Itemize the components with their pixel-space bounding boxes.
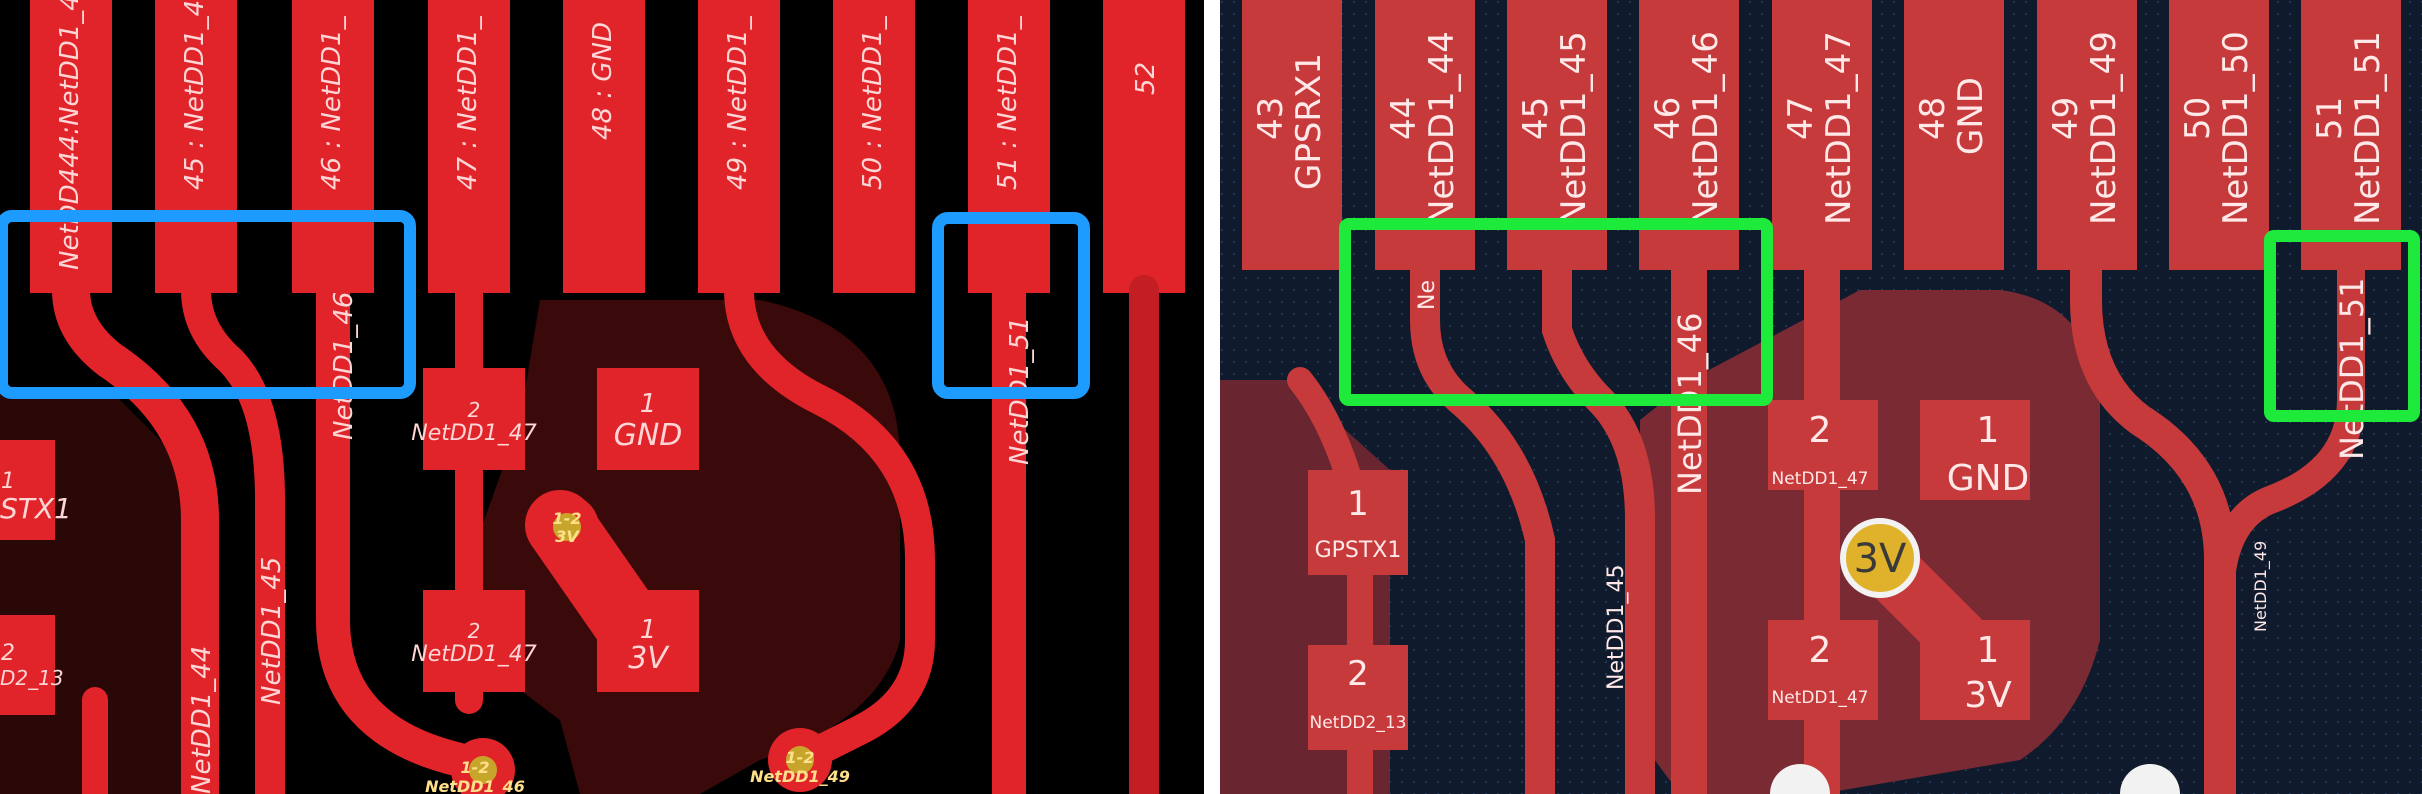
svg-text:NetDD1_46: NetDD1_46 xyxy=(425,777,525,794)
via-bottom-1 xyxy=(1770,764,1830,794)
right-pcb-view[interactable]: 43 GPSRX1 44 NetDD1_44 45 NetDD1_45 46 N… xyxy=(1220,0,2422,794)
view-divider[interactable] xyxy=(1204,0,1220,794)
svg-text:3V: 3V xyxy=(1854,536,1907,582)
left-gnd-pour xyxy=(470,300,900,794)
left-pad-label-52: 52 xyxy=(1131,62,1161,95)
right-highlight-box-51 xyxy=(2264,230,2420,422)
left-label-dd213: D2_13 xyxy=(0,666,64,690)
svg-text:1: 1 xyxy=(1347,484,1369,524)
svg-text:2: 2 xyxy=(1809,630,1832,671)
svg-text:51: 51 xyxy=(2310,97,2350,140)
svg-text:2: 2 xyxy=(1,641,15,666)
via-bottom-2 xyxy=(2120,764,2180,794)
svg-text:1: 1 xyxy=(1977,630,2000,671)
right-pad-labels: 43 GPSRX1 44 NetDD1_44 45 NetDD1_45 46 N… xyxy=(1251,31,2388,225)
svg-text:NetDD1_47: NetDD1_47 xyxy=(1772,688,1869,708)
svg-text:1: 1 xyxy=(640,615,657,645)
svg-text:NetDD1_46: NetDD1_46 xyxy=(1686,31,1726,225)
svg-text:1: 1 xyxy=(1,469,15,494)
left-pad-label-44: NetDD444:NetDD1_44 xyxy=(55,0,85,270)
svg-text:NetDD1_47: NetDD1_47 xyxy=(411,642,537,667)
svg-text:GPSTX1: GPSTX1 xyxy=(1315,538,1402,563)
svg-text:1: 1 xyxy=(640,389,657,419)
svg-text:GPSRX1: GPSRX1 xyxy=(1289,53,1329,190)
svg-text:1-2: 1-2 xyxy=(461,758,490,777)
via-3v-right xyxy=(1840,518,1920,598)
svg-text:GND: GND xyxy=(1947,458,2030,499)
svg-text:1-2: 1-2 xyxy=(786,748,815,767)
right-pad-text: 1 GPSTX1 2 NetDD2_13 2 NetDD1_47 1 GND 2… xyxy=(1310,410,2030,733)
left-pad-label-46: 46 : NetDD1_ xyxy=(317,15,347,190)
svg-text:NetDD1_45: NetDD1_45 xyxy=(1604,565,1629,691)
svg-text:NetDD1_49: NetDD1_49 xyxy=(2084,31,2124,225)
svg-text:48: 48 xyxy=(1913,97,1953,140)
left-trace-label-45: NetDD1_45 xyxy=(257,557,287,705)
svg-text:Ne: Ne xyxy=(1415,280,1440,310)
svg-text:43: 43 xyxy=(1251,97,1291,140)
left-highlight-box-51 xyxy=(932,212,1090,399)
svg-text:2: 2 xyxy=(468,619,481,643)
svg-text:NetDD1_45: NetDD1_45 xyxy=(1554,31,1594,225)
svg-text:46: 46 xyxy=(1648,97,1688,140)
left-highlight-box-44-46 xyxy=(0,210,416,399)
left-label-stx1: STX1 xyxy=(0,492,72,525)
svg-text:GND: GND xyxy=(614,418,683,453)
right-smd-pads xyxy=(1308,400,2030,750)
svg-text:45: 45 xyxy=(1516,97,1556,140)
svg-text:NetDD1_49: NetDD1_49 xyxy=(750,767,850,786)
left-pad-label-50: 50 : NetDD1_ xyxy=(858,15,888,190)
svg-text:1: 1 xyxy=(1977,410,2000,451)
svg-text:2: 2 xyxy=(1809,410,1832,451)
svg-text:NetDD1_50: NetDD1_50 xyxy=(2216,31,2256,225)
left-pad-label-48: 48 : GND xyxy=(588,22,618,140)
svg-text:3V: 3V xyxy=(1964,675,2012,716)
left-vias xyxy=(451,495,832,794)
left-via-text: 1-2 3V 1-2 NetDD1_46 1-2 NetDD1_49 xyxy=(425,509,850,794)
svg-text:44: 44 xyxy=(1384,97,1424,140)
left-pad-label-49: 49 : NetDD1_ xyxy=(723,15,753,190)
svg-text:NetDD1_49: NetDD1_49 xyxy=(2251,541,2271,632)
svg-text:GND: GND xyxy=(1951,77,1991,155)
svg-text:47: 47 xyxy=(1781,97,1821,140)
svg-text:NetDD1_51: NetDD1_51 xyxy=(2333,277,2371,460)
svg-text:49: 49 xyxy=(2046,97,2086,140)
svg-text:1-2: 1-2 xyxy=(553,509,582,528)
left-trace-label-46: NetDD1_46 xyxy=(329,292,359,440)
svg-text:3V: 3V xyxy=(555,527,580,546)
left-pad-labels: NetDD444:NetDD1_44 45 : NetDD1_45 46 : N… xyxy=(55,0,1161,270)
svg-text:50: 50 xyxy=(2178,97,2218,140)
svg-text:NetDD1_47: NetDD1_47 xyxy=(1772,469,1869,489)
svg-text:NetDD1_47: NetDD1_47 xyxy=(1819,31,1859,225)
left-pad-text: 2 NetDD1_47 1 GND 2 NetDD1_47 1 3V 1 2 xyxy=(1,389,682,676)
left-pad-label-45: 45 : NetDD1_45 xyxy=(180,0,210,190)
svg-text:NetDD1_47: NetDD1_47 xyxy=(411,421,537,446)
left-trace-label-44: NetDD1_44 xyxy=(187,646,217,794)
right-highlight-box-44-46 xyxy=(1339,218,1773,406)
svg-text:2: 2 xyxy=(468,398,481,422)
left-pcb-view[interactable]: NetDD444:NetDD1_44 45 : NetDD1_45 46 : N… xyxy=(0,0,1212,794)
left-pad-label-47: 47 : NetDD1_ xyxy=(453,15,483,190)
svg-text:NetDD1_51: NetDD1_51 xyxy=(2348,31,2388,225)
svg-text:2: 2 xyxy=(1347,654,1369,694)
svg-text:NetDD1_44: NetDD1_44 xyxy=(1422,31,1462,225)
left-top-pads xyxy=(30,0,1185,293)
svg-text:NetDD2_13: NetDD2_13 xyxy=(1310,713,1407,733)
left-pad-label-51: 51 : NetDD1_ xyxy=(993,15,1023,190)
left-smd-pads xyxy=(0,368,699,715)
svg-text:3V: 3V xyxy=(628,641,670,676)
